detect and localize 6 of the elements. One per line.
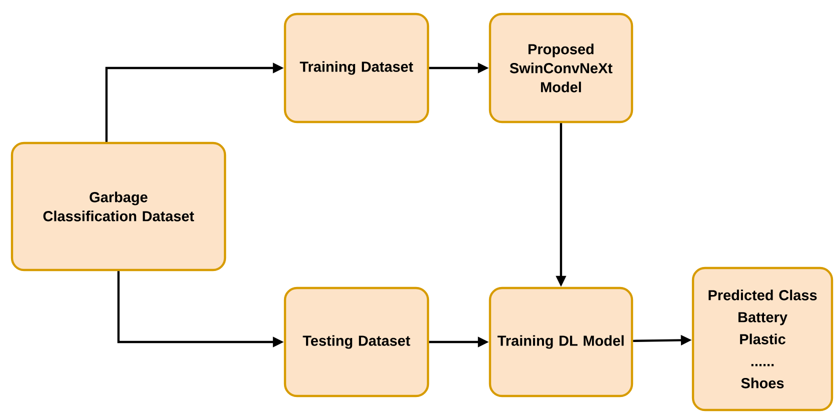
process-box: Training DL Model [488, 286, 634, 398]
process-box: Garbage Classification Dataset [10, 142, 226, 272]
process-box: Testing Dataset [284, 286, 430, 398]
result-box: Predicted Class Battery Plastic ...... Shoes [692, 266, 834, 412]
process-box: Proposed SwinConvNeXt Model [488, 12, 634, 124]
process-box: Training Dataset [284, 12, 430, 124]
